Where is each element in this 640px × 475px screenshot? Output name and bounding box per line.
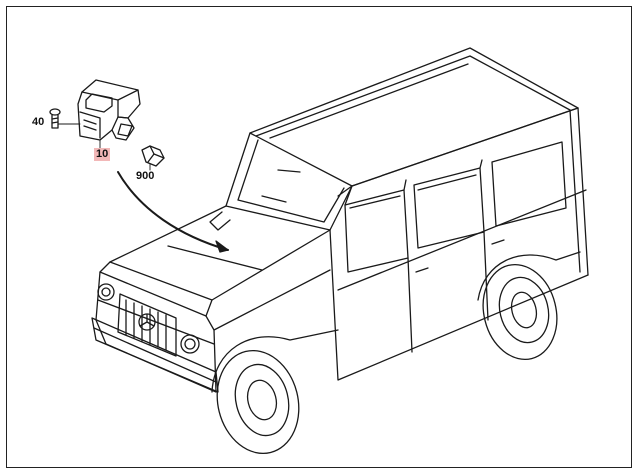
screw-callout: 40: [32, 116, 45, 128]
location-arrow: [117, 171, 229, 253]
sensor-callout: 10: [94, 148, 111, 161]
screw-part: [49, 108, 81, 129]
connector-callout: 900: [136, 170, 155, 182]
sensor-part: [77, 79, 141, 149]
diagram-frame: [6, 6, 632, 468]
connector-part: [141, 145, 165, 171]
vehicle-illustration: [91, 47, 589, 455]
